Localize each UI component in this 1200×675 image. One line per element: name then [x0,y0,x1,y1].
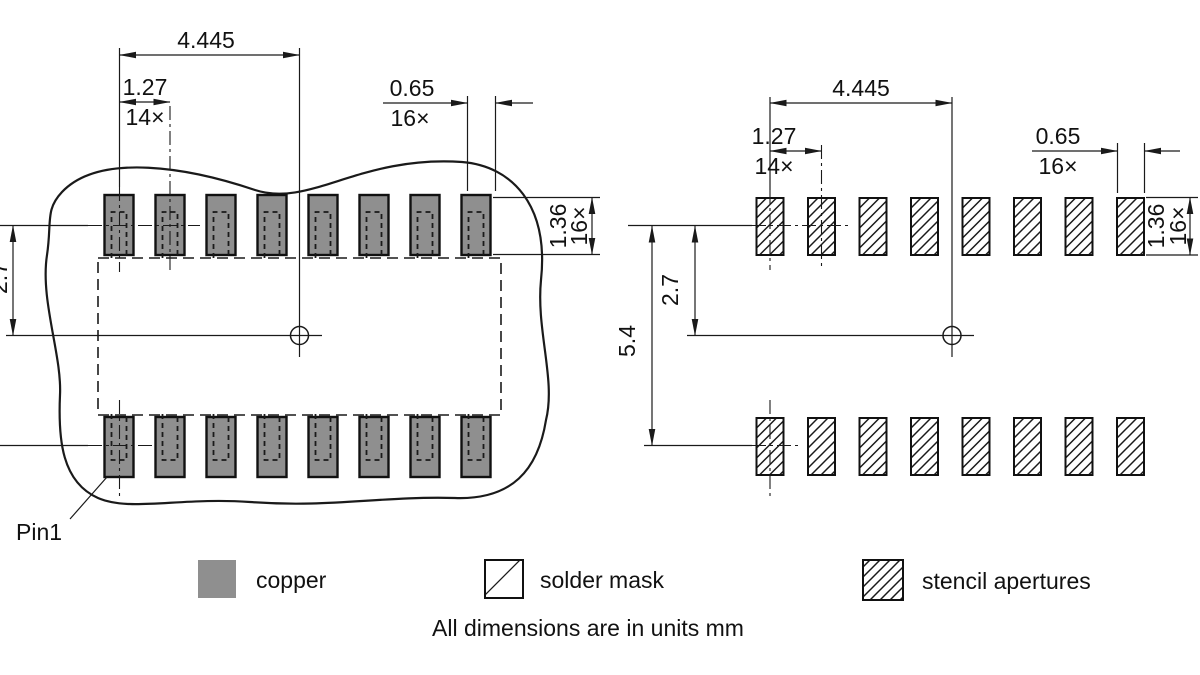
copper-pad [460,412,492,479]
stencil-aperture [961,197,991,256]
dim-pad-width: 0.65 16× [383,75,533,191]
dim-center-span: 4.445 [769,75,953,107]
dim-label: 4.445 [832,75,890,101]
copper-pad [409,193,441,260]
stencil-aperture [1116,197,1145,256]
left-view-copper-soldermask: 4.445 1.27 14× 0.65 16× 1.36 16× 2. [0,27,600,545]
pin1-annotation: Pin1 [16,476,108,545]
stencil-aperture [858,197,888,256]
stencil-aperture [1116,417,1145,476]
dim-label: 2.7 [0,262,12,294]
copper-pad [307,193,339,260]
dim-label: 1.27 [752,123,797,149]
dim-row-to-center: 2.7 [657,225,699,336]
dim-pitch: 1.27 14× [752,123,822,179]
origin-crosshair-icon [6,48,322,357]
stencil-aperture [858,417,888,476]
pin1-label: Pin1 [16,519,62,545]
units-note: All dimensions are in units mm [432,615,744,641]
package-outline [97,257,502,416]
copper-pad [256,412,288,479]
dim-pad-height: 1.36 16× [1143,196,1198,256]
stencil-aperture [1064,197,1094,256]
dim-center-span: 4.445 [119,27,300,59]
copper-pad [409,412,441,479]
dim-label: 2.7 [657,274,683,306]
copper-pad [256,193,288,260]
stencil-aperture [961,417,991,476]
dim-pad-width: 0.65 16× [1032,123,1180,193]
stencil-aperture [1013,197,1042,256]
legend-stencil-label: stencil apertures [922,568,1091,594]
dim-label: 0.65 [1036,123,1081,149]
dim-count: 16× [566,206,592,245]
dim-label: 1.36 [545,204,571,249]
copper-pad [154,412,186,479]
stencil-aperture [1013,417,1042,476]
dim-count: 14× [125,104,164,130]
dim-pad-height: 1.36 16× [493,196,600,256]
stencil-aperture [910,197,939,256]
copper-pad [358,412,390,479]
origin-crosshair-icon [687,97,974,357]
dim-label: 5.4 [614,325,640,357]
copper-pad [460,193,492,260]
stencil-aperture [807,417,836,476]
right-view-stencil: 4.445 1.27 14× 0.65 16× 1.36 16× 2. [614,75,1198,497]
dim-count: 14× [754,153,793,179]
copper-pad [205,193,237,260]
copper-swatch [198,560,236,598]
copper-pad [307,412,339,479]
dim-label: 4.445 [177,27,235,53]
legend-item-solder-mask: solder mask [484,559,664,599]
legend-solder-mask-label: solder mask [540,567,664,593]
solder-mask-region [44,160,550,506]
dim-row-to-center: 2.7 [0,225,17,336]
dim-label: 0.65 [390,75,435,101]
dim-label: 1.36 [1143,204,1169,249]
dim-label: 1.27 [123,74,168,100]
legend: copper solder mask stencil apertures All… [198,559,1091,641]
stencil-swatch [862,559,904,601]
solder-mask-swatch [484,559,524,599]
legend-item-stencil: stencil apertures [862,559,1091,601]
dim-row-to-row: 5.4 [614,225,656,446]
dim-pitch: 1.27 14× [119,74,171,130]
copper-pad [205,412,237,479]
stencil-aperture [910,417,939,476]
dim-count: 16× [1165,206,1191,245]
dim-count: 16× [390,105,429,131]
legend-copper-label: copper [256,567,327,593]
stencil-aperture [1064,417,1094,476]
legend-item-copper: copper [198,560,327,598]
copper-pad [358,193,390,260]
dim-count: 16× [1038,153,1077,179]
